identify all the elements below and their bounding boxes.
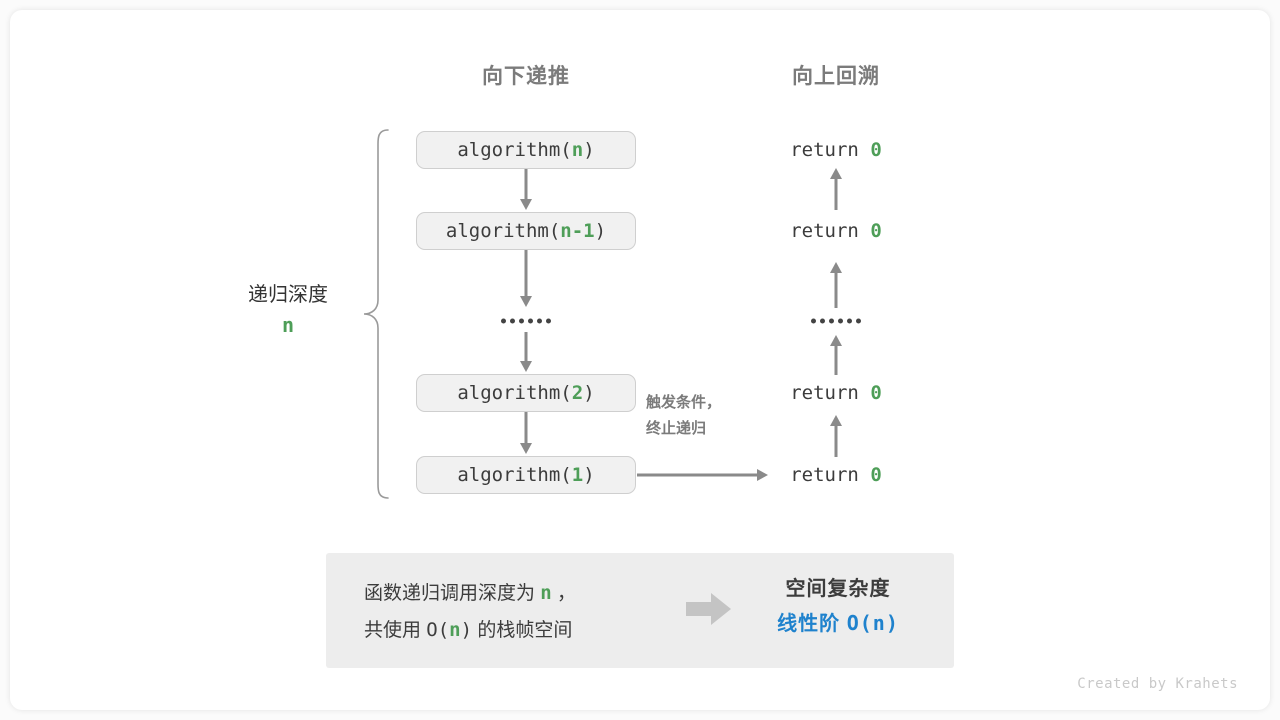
ellipsis-dots-left <box>501 318 551 324</box>
call-box-prefix: algorithm( <box>445 220 561 242</box>
brace-icon <box>363 129 389 499</box>
return-label-bottom: return 0 <box>790 464 882 486</box>
call-box-suffix: ) <box>583 382 595 404</box>
return-label-top: return 0 <box>790 139 882 161</box>
complexity-result: 空间复杂度 线性阶 O(n) <box>777 572 899 641</box>
call-box-arg: 2 <box>571 382 584 404</box>
return-keyword: return <box>790 220 871 242</box>
column-header-descend: 向下递推 <box>482 65 570 88</box>
summary-line-1: 函数递归调用深度为 n ， <box>364 582 577 604</box>
ellipsis-dots-right <box>811 318 861 324</box>
call-box-n[interactable]: algorithm(n) <box>416 131 636 169</box>
complexity-result-value: 线性阶 O(n) <box>777 611 899 635</box>
recursion-depth-label: 递归深度 n <box>248 280 328 340</box>
call-box-2[interactable]: algorithm(2) <box>416 374 636 412</box>
implies-arrow-icon <box>686 592 732 626</box>
complexity-result-title: 空间复杂度 <box>785 578 891 600</box>
recursion-depth-text: 递归深度 <box>248 284 328 306</box>
return-label-third: return 0 <box>790 382 882 404</box>
summary-n-1: n <box>540 582 552 604</box>
column-header-backtrack: 向上回溯 <box>792 65 880 88</box>
return-value: 0 <box>870 139 882 161</box>
summary-line-2: 共使用 O(n) 的栈帧空间 <box>364 619 573 641</box>
recursion-depth-value: n <box>281 313 295 337</box>
call-box-suffix: ) <box>594 220 607 242</box>
summary-description: 函数递归调用深度为 n ， 共使用 O(n) 的栈帧空间 <box>364 575 576 649</box>
call-box-suffix: ) <box>583 139 595 161</box>
call-box-arg: n-1 <box>560 220 595 242</box>
base-case-note-line1: 触发条件， <box>646 394 722 411</box>
call-box-1[interactable]: algorithm(1) <box>416 456 636 494</box>
base-case-note: 触发条件， 终止递归 <box>646 390 721 442</box>
summary-n-2: n <box>449 619 461 641</box>
return-value: 0 <box>870 220 882 242</box>
credit-text: Created by Krahets <box>1077 676 1238 692</box>
base-case-note-line2: 终止递归 <box>646 420 707 437</box>
return-label-second: return 0 <box>790 220 882 242</box>
return-keyword: return <box>790 382 871 404</box>
call-box-arg: 1 <box>571 464 584 486</box>
return-value: 0 <box>870 382 882 404</box>
call-box-n-minus-1[interactable]: algorithm(n-1) <box>416 212 636 250</box>
return-value: 0 <box>870 464 882 486</box>
call-box-prefix: algorithm( <box>457 382 572 404</box>
call-box-suffix: ) <box>583 464 595 486</box>
call-box-arg: n <box>571 139 584 161</box>
return-keyword: return <box>790 139 871 161</box>
call-box-prefix: algorithm( <box>457 464 572 486</box>
return-keyword: return <box>790 464 871 486</box>
recursion-depth-brace <box>360 128 394 500</box>
call-box-prefix: algorithm( <box>457 139 572 161</box>
complexity-summary-panel: 函数递归调用深度为 n ， 共使用 O(n) 的栈帧空间 <box>326 553 954 668</box>
